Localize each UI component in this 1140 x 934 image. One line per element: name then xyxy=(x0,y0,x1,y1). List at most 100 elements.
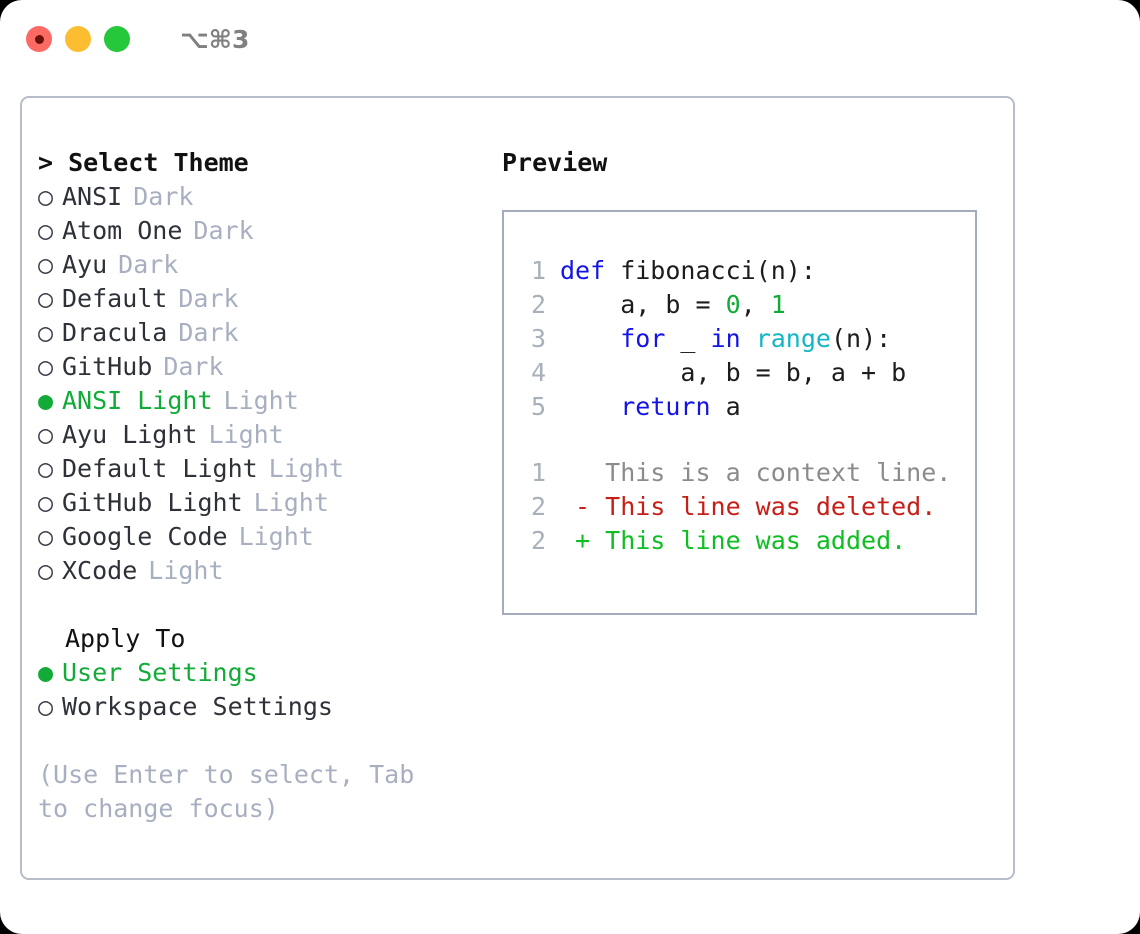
code-line-content: for _ in range(n): xyxy=(560,322,891,356)
apply-to-option-label: Workspace Settings xyxy=(62,692,333,721)
code-token: in xyxy=(710,324,741,353)
close-button[interactable] xyxy=(26,26,52,52)
apply-to-option-label: User Settings xyxy=(62,658,258,687)
apply-to-section: Apply To ● User Settings ○ Workspace Settin… xyxy=(38,622,488,724)
theme-option-label: Ayu Light xyxy=(62,420,198,449)
minimize-button[interactable] xyxy=(65,26,91,52)
diff-line-number: 2 xyxy=(530,492,546,521)
radio-unselected-icon: ○ xyxy=(38,250,54,279)
apply-to-option-workspace-settings[interactable]: ○ Workspace Settings xyxy=(38,690,488,724)
code-line-number: 2 xyxy=(530,290,546,319)
theme-option-default[interactable]: ○ Default Dark xyxy=(38,282,488,316)
theme-option-default-light[interactable]: ○ Default Light Light xyxy=(38,452,488,486)
theme-option-ansi[interactable]: ○ ANSI Dark xyxy=(38,180,488,214)
theme-option-badge: Dark xyxy=(178,284,239,313)
code-line-number: 3 xyxy=(530,324,546,353)
theme-option-badge: Dark xyxy=(163,352,224,381)
diff-line-add: 2 + This line was added. xyxy=(516,524,975,558)
code-token: fibonacci(n): xyxy=(605,256,816,285)
shortcut-label: ⌥⌘3 xyxy=(180,24,250,54)
radio-unselected-icon: ○ xyxy=(38,522,54,551)
theme-option-label: Google Code xyxy=(62,522,228,551)
radio-selected-icon: ● xyxy=(38,658,54,687)
radio-unselected-icon: ○ xyxy=(38,182,54,211)
code-line-content: return a xyxy=(560,390,741,424)
code-token: 0 xyxy=(725,290,741,319)
diff-line-content: + This line was added. xyxy=(560,526,907,555)
code-token: 1 xyxy=(770,290,786,319)
theme-option-badge: Dark xyxy=(193,216,254,245)
theme-option-label: Atom One xyxy=(62,216,183,245)
theme-option-label: Default xyxy=(62,284,168,313)
code-line-content: a, b = b, a + b xyxy=(560,356,906,390)
code-token xyxy=(560,324,620,353)
diff-line-number: 1 xyxy=(530,458,546,487)
theme-option-label: GitHub Light xyxy=(62,488,243,517)
code-line-content: a, b = 0, 1 xyxy=(560,288,786,322)
code-token: def xyxy=(560,256,606,285)
theme-panel-heading: > Select Theme xyxy=(38,148,249,177)
radio-unselected-icon: ○ xyxy=(38,216,54,245)
title-bar: ⌥⌘3 xyxy=(0,0,1140,78)
theme-option-label: Ayu xyxy=(62,250,108,279)
theme-option-badge: Light xyxy=(268,454,344,483)
radio-unselected-icon: ○ xyxy=(38,692,54,721)
apply-to-heading: Apply To xyxy=(65,624,186,653)
code-token: (n): xyxy=(830,324,892,353)
code-token: for xyxy=(620,324,666,353)
code-line: 5 return a xyxy=(516,390,975,424)
theme-option-label: ANSI Light xyxy=(62,386,213,415)
theme-option-label: Default Light xyxy=(62,454,258,483)
code-line-number: 5 xyxy=(530,392,546,421)
code-token: a xyxy=(710,392,741,421)
diff-line-ctx: 1 This is a context line. xyxy=(516,456,975,490)
code-line-number: 1 xyxy=(530,256,546,285)
theme-option-label: ANSI xyxy=(62,182,123,211)
theme-option-badge: Light xyxy=(148,556,224,585)
theme-option-badge: Light xyxy=(253,488,329,517)
code-line: 2 a, b = 0, 1 xyxy=(516,288,975,322)
theme-option-badge: Dark xyxy=(133,182,194,211)
radio-unselected-icon: ○ xyxy=(38,284,54,313)
code-token: _ xyxy=(665,324,711,353)
code-line: 3 for _ in range(n): xyxy=(516,322,975,356)
code-line-number: 4 xyxy=(530,358,546,387)
code-token xyxy=(741,324,756,353)
apply-to-list: ● User Settings ○ Workspace Settings xyxy=(38,656,488,724)
apply-to-option-user-settings[interactable]: ● User Settings xyxy=(38,656,488,690)
code-token: a, b = b, a + b xyxy=(560,358,907,387)
radio-unselected-icon: ○ xyxy=(38,556,54,585)
code-token: range xyxy=(755,324,831,353)
radio-unselected-icon: ○ xyxy=(38,318,54,347)
code-line: 4 a, b = b, a + b xyxy=(516,356,975,390)
code-line: 1 def fibonacci(n): xyxy=(516,254,975,288)
diff-line-del: 2 - This line was deleted. xyxy=(516,490,975,524)
code-token: a, b = xyxy=(560,290,726,319)
code-token: , xyxy=(740,290,771,319)
diff-line-content: - This line was deleted. xyxy=(560,492,937,521)
theme-option-label: Dracula xyxy=(62,318,168,347)
radio-selected-icon: ● xyxy=(38,386,54,415)
theme-option-atom-one[interactable]: ○ Atom One Dark xyxy=(38,214,488,248)
diff-sample: 1 This is a context line.2 - This line w… xyxy=(516,456,975,558)
radio-unselected-icon: ○ xyxy=(38,454,54,483)
code-token: return xyxy=(620,392,711,421)
theme-option-label: GitHub xyxy=(62,352,153,381)
zoom-button[interactable] xyxy=(104,26,130,52)
